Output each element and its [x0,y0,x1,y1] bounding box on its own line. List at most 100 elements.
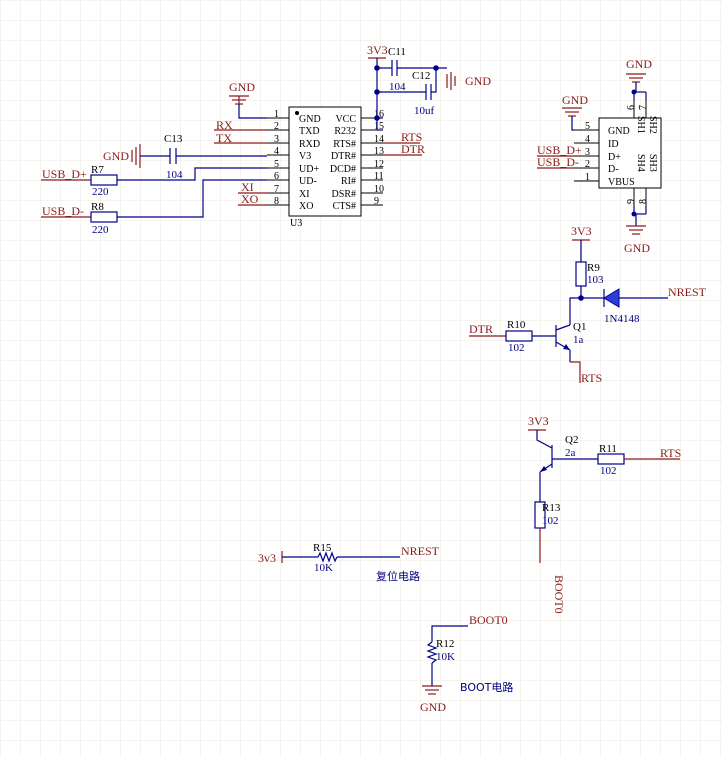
d1-value: 1N4148 [604,313,640,325]
q1-reset-circuit: 3V3 R9 103 NREST 1N4148 DTR R10 102 Q1 1… [469,224,707,385]
c11-ref: C11 [388,46,406,58]
net-boot0-vertical-label: BOOT0 [552,575,566,614]
net-rts-q1-label: RTS [581,371,602,385]
usb-top-gnd-symbol: GND [626,57,652,100]
c13-gnd-label: GND [103,149,129,163]
r10-resistor [505,330,533,342]
c12-capacitor: C12 10uf [377,68,437,117]
u3-pin-1-name: GND [299,114,321,125]
reset-circuit: 3v3 R15 10K NREST 复位电路 [258,542,440,583]
u3-chip: U3 1 2 3 4 5 6 7 8 GND TXD RXD V3 UD+ UD… [267,106,384,229]
u3-pin-7-name: XI [299,189,310,200]
reset-v33-label: 3v3 [258,551,276,565]
u3-pin-15-name: R232 [334,126,356,137]
reset-nrest-label: NREST [401,544,440,558]
q2-boot-circuit: 3V3 Q2 2a R11 102 RTS R13 102 BOOT0 [528,414,681,614]
usb-pin5-gnd-label: GND [562,93,588,107]
u3-pin-11-num: 11 [374,171,384,182]
r7-ref: R7 [91,164,104,176]
c11-capacitor: C11 104 [377,46,447,93]
u3-pin-11-name: RI# [341,176,356,187]
u3-pin-13-num: 13 [374,146,384,157]
q2-value: 2a [565,447,576,459]
net-nrest-label: NREST [668,285,707,299]
usb-pin-4-num: 4 [585,134,590,145]
r9-ref: R9 [587,262,600,274]
u3-pin-1-num: 1 [274,109,279,120]
c11-value: 104 [389,81,406,93]
usb-pin-1-name: VBUS [608,177,635,188]
u3-pin-10-num: 10 [374,184,384,195]
u3-pin-5-num: 5 [274,159,279,170]
u3-pin-14-name: RTS# [333,139,356,150]
net-rts-q2-label: RTS [660,446,681,460]
net-dtr-q1-label: DTR [469,322,493,336]
r15-ref: R15 [313,542,332,554]
usb-pin-1-num: 1 [585,172,590,183]
usb-pin-5-num: 5 [585,121,590,132]
r8-ref: R8 [91,201,104,213]
u3-pin-15-num: 15 [374,121,384,132]
r10-value: 102 [508,342,525,354]
usb-pin-2-name: D- [608,164,619,175]
net-xi-label: XI [241,180,254,194]
c13-value: 104 [166,169,183,181]
usb-top-gnd-label: GND [626,57,652,71]
boot-caption: BOOT电路 [460,681,513,694]
r13-ref: R13 [542,502,561,514]
r12-resistor [426,641,438,664]
v33-top-label: 3V3 [367,43,388,57]
u3-pin-8-num: 8 [274,196,279,207]
q1-ref: Q1 [573,321,586,333]
r7-resistor [90,174,118,186]
c13-capacitor: GND C13 104 [103,133,267,181]
u3-pin-2-name: TXD [299,126,320,137]
wire-gnd-pin1 [238,104,267,119]
r15-resistor [317,551,338,563]
u3-pin-8-name: XO [299,201,313,212]
u3-pin-13-name: DTR# [331,151,356,162]
u3-pin-7-num: 7 [274,184,279,195]
q2-ref: Q2 [565,434,578,446]
u3-pin-3-name: RXD [299,139,320,150]
r11-resistor [597,453,625,465]
c12-value: 10uf [414,105,435,117]
usb-sh4-label: SH4 [635,154,646,172]
net-tx-label: TX [216,131,232,145]
usb-connector: 5 4 3 2 1 GND ID D+ D- VBUS 6 7 SH1 SH2 … [574,100,662,206]
r11-value: 102 [600,465,617,477]
usb-pin-9-num: 9 [626,199,637,204]
u3-pin-16-num: 16 [374,109,384,120]
u3-ref: U3 [290,218,302,229]
usb-bottom-gnd-symbol: GND [624,206,650,255]
r15-value: 10K [314,562,333,574]
usb-pin-4-name: ID [608,139,619,150]
reset-caption: 复位电路 [376,569,420,583]
u3-gnd-label: GND [229,80,255,94]
usb-sh3-label: SH3 [647,154,658,172]
u3-gnd-symbol: GND [229,80,255,105]
r8-resistor [90,211,118,223]
usb-pin-6-num: 6 [626,105,637,110]
caps-gnd-symbol: GND [446,72,491,90]
u3-pin-12-num: 12 [374,159,384,170]
net-rx-label: RX [216,118,233,132]
r13-value: 102 [542,515,559,527]
r11-ref: R11 [599,443,617,455]
u3-pin-2-num: 2 [274,121,279,132]
u3-pin-16-name: VCC [335,114,356,125]
caps-gnd-label: GND [465,74,491,88]
c12-ref: C12 [412,70,430,82]
u3-pin-5-name: UD+ [299,164,319,175]
r12-value: 10K [436,651,455,663]
q1-v33-label: 3V3 [571,224,592,238]
usb-sh1-label: SH1 [635,116,646,134]
wire-r8-ud-minus [117,179,267,218]
u3-pin-9-num: 9 [374,196,379,207]
usb-pin-3-name: D+ [608,152,621,163]
net-usb-dm-right-label: USB_D- [537,155,579,169]
u3-pin-14-num: 14 [374,134,384,145]
net-usb-dp-left-label: USB_D+ [42,167,87,181]
usb-pin-8-num: 8 [638,199,649,204]
r9-value: 103 [587,274,604,286]
